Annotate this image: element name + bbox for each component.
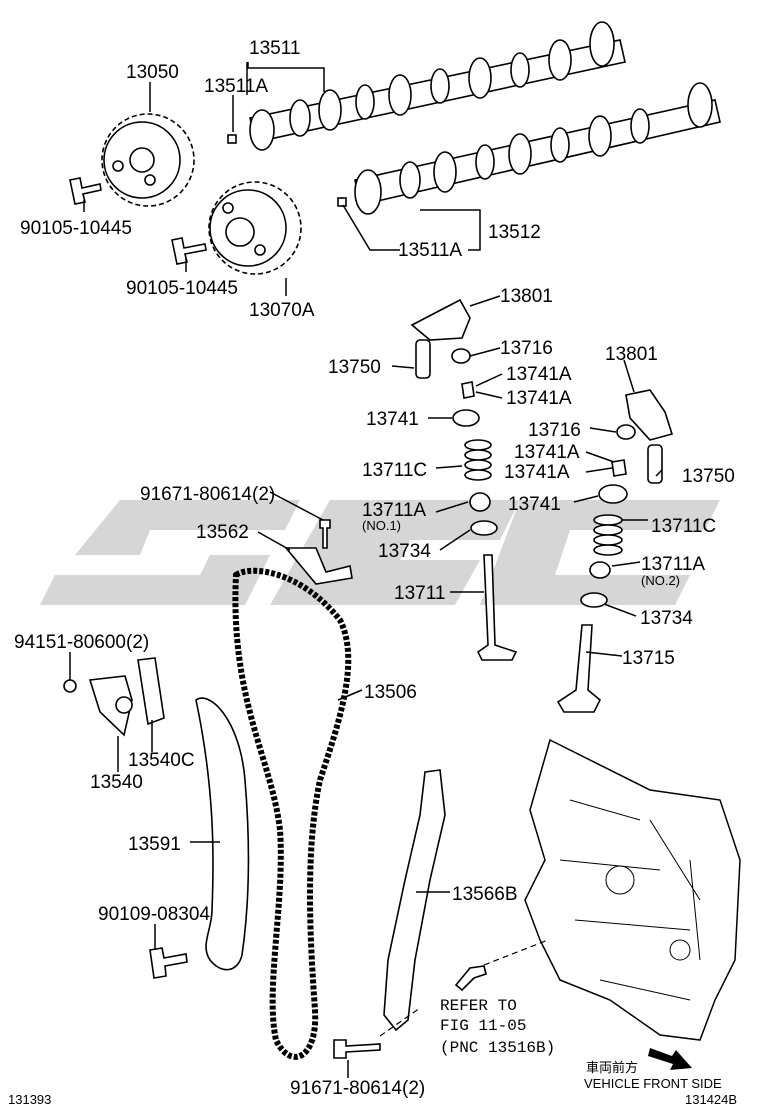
vehicle-front-label-en: VEHICLE FRONT SIDE xyxy=(584,1076,722,1091)
label-94151-80600: 94151-80600(2) xyxy=(14,632,149,653)
figure-code-right: 131424B xyxy=(685,1092,737,1107)
valve-spring-13711C-left xyxy=(464,439,492,481)
chain-tensioner-13540 xyxy=(88,675,133,737)
intake-camshaft xyxy=(249,21,626,151)
chain-damper-13566B xyxy=(383,769,446,1032)
label-13050: 13050 xyxy=(126,62,179,83)
label-13715: 13715 xyxy=(622,648,675,669)
label-13741-a: 13741 xyxy=(366,409,419,430)
label-13741-b: 13741 xyxy=(508,494,561,515)
label-13750-a: 13750 xyxy=(328,357,381,378)
label-13801-a: 13801 xyxy=(500,286,553,307)
exhaust-valve-13715 xyxy=(556,624,601,713)
bolt-91671-top xyxy=(319,519,331,549)
camshaft-timing-gear-13050 xyxy=(101,113,195,207)
camshaft-timing-gear-13070A xyxy=(208,181,302,275)
lash-adjuster-13750-left xyxy=(415,339,431,379)
label-13512: 13512 xyxy=(488,222,541,243)
label-13511A-top: 13511A xyxy=(204,76,268,97)
label-no1: (NO.1) xyxy=(362,518,401,533)
gasket-13540C xyxy=(137,657,165,726)
lash-adjuster-13750-right xyxy=(647,444,663,484)
vehicle-front-arrow xyxy=(648,1048,692,1070)
label-13711A-b: 13711A xyxy=(641,554,705,575)
label-13716-a: 13716 xyxy=(500,338,553,359)
intake-valve-13711 xyxy=(476,554,518,661)
label-13540: 13540 xyxy=(90,772,143,793)
pad-13716-right xyxy=(616,424,636,440)
chain-slipper-13591 xyxy=(195,697,250,971)
label-13511: 13511 xyxy=(249,38,300,59)
camshaft-pin-lower xyxy=(337,197,347,207)
exhaust-camshaft xyxy=(354,82,721,215)
ref-pipe xyxy=(454,965,487,992)
chain-guide-bracket-13562 xyxy=(284,547,353,585)
label-13506: 13506 xyxy=(364,682,417,703)
valve-stem-seal-no1 xyxy=(469,492,491,512)
valve-keeper-left xyxy=(461,381,475,399)
label-13741A-4: 13741A xyxy=(504,462,570,483)
label-13711: 13711 xyxy=(394,583,445,604)
label-91671-80614-top: 91671-80614(2) xyxy=(140,484,275,505)
rocker-arm-13801-left xyxy=(410,298,471,341)
label-13711A-a: 13711A xyxy=(362,500,426,521)
label-90105-10445-a: 90105-10445 xyxy=(20,218,132,239)
valve-stem-seal-no2 xyxy=(589,561,611,579)
label-13711C-b: 13711C xyxy=(651,516,716,537)
label-13540C: 13540C xyxy=(128,750,195,771)
refer-text-line3: (PNC 13516B) xyxy=(440,1039,555,1057)
label-13070A: 13070A xyxy=(249,300,315,321)
engine-block xyxy=(524,738,741,1041)
label-13711C-a: 13711C xyxy=(362,460,427,481)
label-90105-10445-b: 90105-10445 xyxy=(126,278,238,299)
valve-spring-13711C-right xyxy=(593,514,623,556)
figure-code-left: 131393 xyxy=(8,1092,51,1107)
label-13750-b: 13750 xyxy=(682,466,735,487)
nut-94151 xyxy=(63,679,77,693)
valve-keeper-right xyxy=(611,459,627,477)
bolt-90105-upper xyxy=(69,177,102,205)
spring-retainer-13741-right xyxy=(598,484,628,504)
pad-13716-left xyxy=(451,348,471,364)
spring-seat-13734-right xyxy=(580,592,608,608)
bolt-91671-bottom xyxy=(333,1039,381,1059)
refer-text-line1: REFER TO xyxy=(440,997,517,1015)
camshaft-pin-upper xyxy=(227,134,237,144)
label-13741A-2: 13741A xyxy=(506,388,572,409)
spring-seat-13734-left xyxy=(470,520,498,536)
label-13734-b: 13734 xyxy=(640,608,693,629)
refer-text-line2: FIG 11-05 xyxy=(440,1017,526,1035)
label-13741A-1: 13741A xyxy=(506,364,572,385)
label-13734-a: 13734 xyxy=(378,541,431,562)
timing-chain-13506 xyxy=(232,567,352,1060)
label-91671-80614-bottom: 91671-80614(2) xyxy=(290,1078,425,1099)
label-13716-b: 13716 xyxy=(528,420,581,441)
spring-retainer-13741-left xyxy=(452,409,480,427)
label-13741A-3: 13741A xyxy=(514,442,580,463)
label-no2: (NO.2) xyxy=(641,573,680,588)
label-13511A-lower: 13511A xyxy=(398,240,462,261)
bolt-90105-lower xyxy=(171,237,207,265)
rocker-arm-13801-right xyxy=(625,389,674,441)
label-13801-b: 13801 xyxy=(605,344,658,365)
leader-lines xyxy=(69,62,663,1078)
label-90109-08304: 90109-08304 xyxy=(98,904,210,925)
label-13591: 13591 xyxy=(128,834,181,855)
vehicle-front-label-jp: 車両前方 xyxy=(586,1060,638,1075)
label-13566B: 13566B xyxy=(452,884,518,905)
label-13562: 13562 xyxy=(196,522,249,543)
bolt-90109 xyxy=(149,947,188,979)
